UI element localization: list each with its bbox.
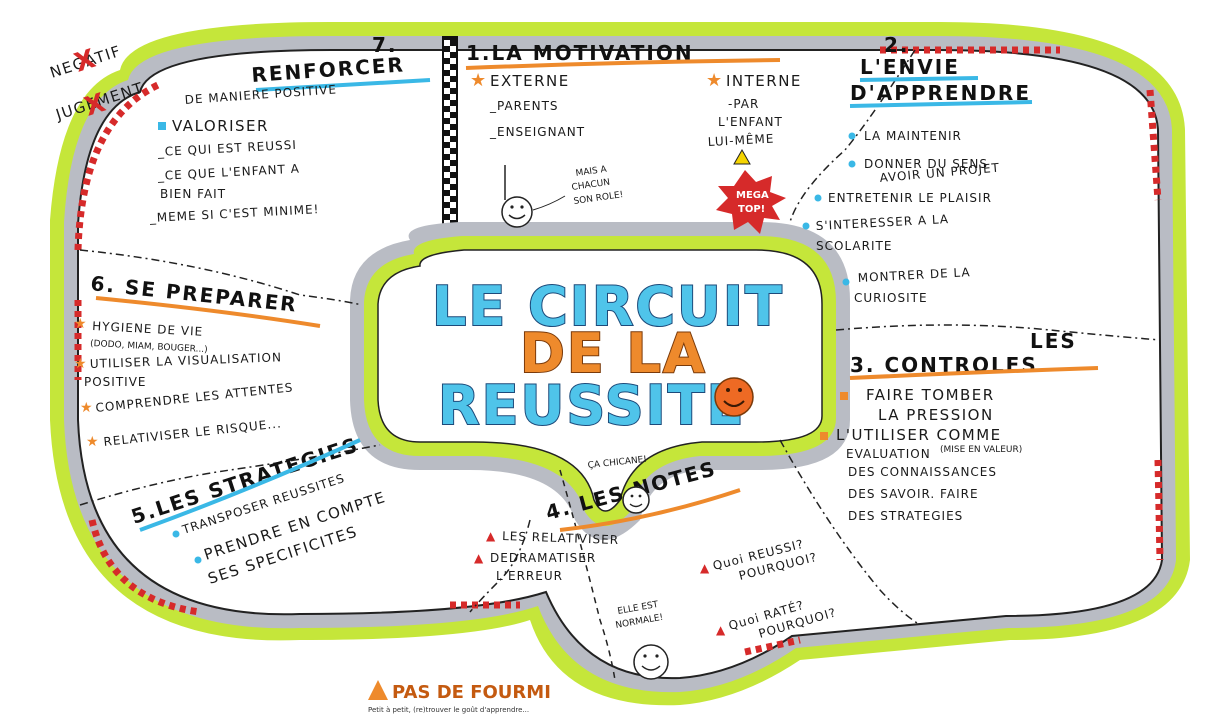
section3-item-3: L'UTILISER COMME [836,426,1002,444]
section3-item-7: DES SAVOIR. FAIRE [848,487,979,501]
title-line-2: DE LA [520,322,707,385]
smiley-icon [501,165,533,228]
section2-heading-1: L'ENVIE [860,55,960,79]
section1-right-3: L'ENFANT [718,115,783,129]
bullet-square-icon [158,122,166,130]
outer-track [50,22,1190,706]
triangle-icon: ▲ [474,551,484,565]
mega-top-burst-icon [716,148,786,234]
section3-item-8: DES STRATEGIES [848,509,963,523]
section2-item-6: SCOLARITE [816,239,892,253]
burst-text-2: TOP! [738,204,765,215]
section2-number: 2. [884,33,910,57]
section7-item-2: VALORISER [172,117,269,135]
section7-underline [255,78,431,92]
section6-item-4: POSITIVE [84,375,147,389]
section4-item-1: LES RELATIVISER [502,529,619,547]
section3-item-5: (MISE EN VALEUR) [940,445,1022,455]
triangle-icon: ▲ [716,623,726,637]
section1-right-4: LUI-MÊME [707,131,774,149]
section-envie: 2. L'ENVIE D'APPRENDRE LA MAINTENIR DONN… [802,33,1033,305]
section2-item-1: LA MAINTENIR [864,129,962,143]
section3-item-6: DES CONNAISSANCES [848,465,997,479]
burst-text-1: MEGA [736,190,769,201]
section2-item-5: S'INTERESSER A LA [815,212,949,233]
star-icon: ★ [74,356,87,372]
section2-item-8: CURIOSITE [854,291,928,305]
logo-name: PAS DE FOURMI [392,682,551,703]
section1-left-1: EXTERNE [490,72,570,90]
section1-underline [465,58,781,70]
section2-item-7: MONTRER DE LA [857,265,971,285]
section3-pre: LES [1030,329,1077,353]
section6-item-3: UTILISER LA VISUALISATION [90,350,283,371]
smiley-icon [633,644,669,680]
kerbs [74,46,1164,656]
section4-item-3: L'ERREUR [496,569,563,583]
central-title: LE CIRCUIT DE LA REUSSITE [431,274,784,438]
triangle-icon: ▲ [700,561,710,575]
section1-right-2: -PAR [728,97,759,111]
bullet-square-icon [820,432,828,440]
section1-left-2: _PARENTS [489,99,559,113]
star-icon: ★ [80,400,93,416]
section4-item-2: DEDRAMATISER [490,551,596,565]
inner-island [350,222,850,540]
section7-number: 7. [372,33,398,57]
title-line-1: LE CIRCUIT [432,275,784,338]
section7-item-5: BIEN FAIT [160,187,226,201]
smiley-icon [714,377,754,417]
section3-item-2: LA PRESSION [878,406,994,424]
section-controles: LES 3. CONTROLES FAIRE TOMBER LA PRESSIO… [820,329,1099,523]
section6-item-1: HYGIENE DE VIE [92,319,204,339]
smiley-icon [622,486,650,514]
section3-item-4: EVALUATION [846,447,931,461]
section3-item-1: FAIRE TOMBER [866,386,995,404]
brand-logo: PAS DE FOURMI Petit à petit, (re)trouver… [368,680,551,714]
section1-note-1: MAIS A [575,165,608,179]
logo-tagline: Petit à petit, (re)trouver le goût d'app… [368,706,529,714]
star-icon: ★ [74,316,87,332]
title-line-3: REUSSITE [438,374,746,437]
logo-mark-icon [368,680,388,700]
section1-left-3: _ENSEIGNANT [489,125,585,139]
star-icon: ★ [470,70,486,91]
star-icon: ★ [86,434,99,450]
checkered-flag [442,36,458,236]
section2-item-2: DONNER DU SENS [864,157,988,171]
bullet-square-icon [840,392,848,400]
triangle-icon: ▲ [486,529,496,543]
star-icon: ★ [706,70,722,91]
section2-item-4: ENTRETENIR LE PLAISIR [828,191,992,205]
section1-right-1: INTERNE [726,72,802,90]
